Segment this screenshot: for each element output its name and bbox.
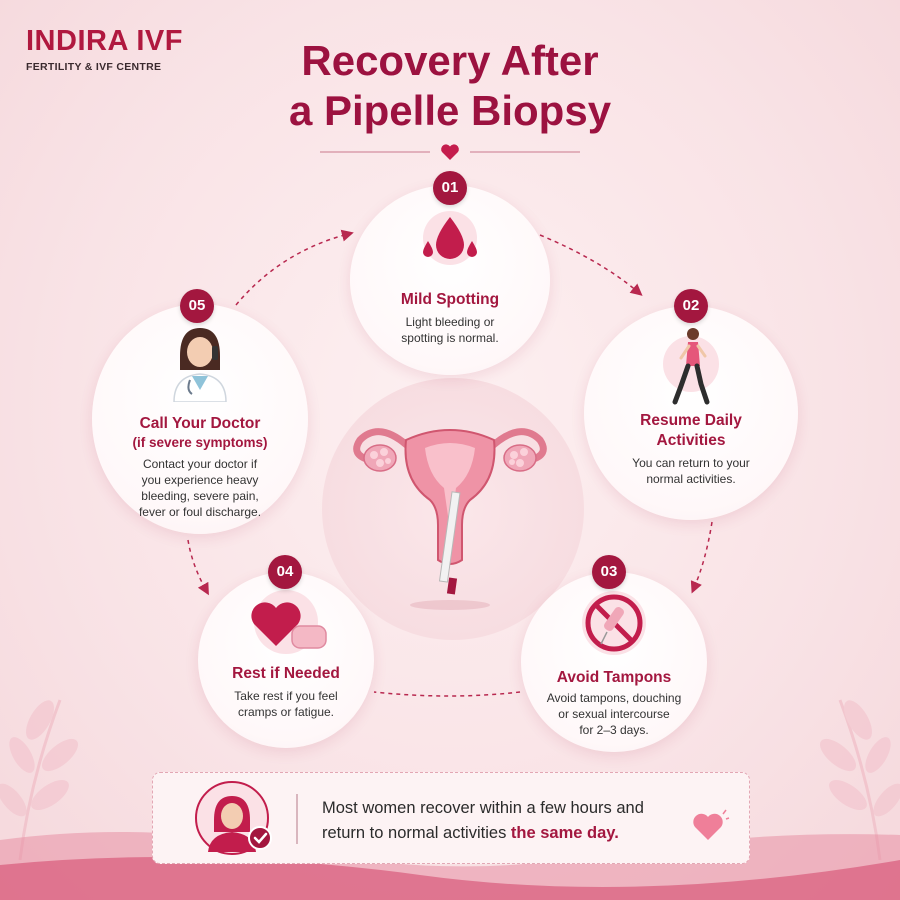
brand-logo: INDIRA IVF FERTILITY & IVF CENTRE xyxy=(26,26,183,73)
blood-drop-icon xyxy=(423,211,477,265)
brand-tagline: FERTILITY & IVF CENTRE xyxy=(26,61,162,73)
heart-divider-icon xyxy=(441,144,459,160)
step-5-text-line: bleeding, severe pain, xyxy=(141,489,259,503)
step-4-text-line: cramps or fatigue. xyxy=(237,705,335,719)
step-4-title: Rest if Needed xyxy=(232,665,340,682)
step-5-text-line: Contact your doctor if xyxy=(142,457,258,471)
step-2-title-line: Activities xyxy=(656,432,726,449)
step-4-card: Rest if Needed Take rest if you feel cra… xyxy=(198,572,374,748)
brand-name: INDIRA IVF xyxy=(26,25,183,57)
step-1-badge: 01 xyxy=(433,171,467,205)
no-tampon-icon xyxy=(582,591,646,655)
step-1-text-line: Light bleeding or xyxy=(405,315,495,329)
step-5-badge: 05 xyxy=(180,289,214,323)
walking-woman-icon xyxy=(663,328,719,405)
heart-pillow-icon xyxy=(251,590,327,654)
step-5-subtitle: (if severe symptoms) xyxy=(132,435,268,450)
step-1-card: Mild Spotting Light bleeding or spotting… xyxy=(350,185,550,375)
step-5-text-line: you experience heavy xyxy=(141,473,259,487)
step-3-text-line: for 2–3 days. xyxy=(579,723,649,737)
title-line-2: a Pipelle Biopsy xyxy=(288,87,612,134)
step-1-text-line: spotting is normal. xyxy=(401,331,499,345)
uterus-with-pipelle-icon xyxy=(353,428,547,610)
step-3-title: Avoid Tampons xyxy=(556,669,672,686)
title-divider xyxy=(320,144,580,160)
summary-text: Most women recover within a few hours an… xyxy=(322,796,702,846)
step-3-text-line: or sexual intercourse xyxy=(558,707,670,721)
woman-checkmark-icon xyxy=(195,781,272,855)
summary-line-2: return to normal activities xyxy=(322,824,511,842)
step-3-card: Avoid Tampons Avoid tampons, douching or… xyxy=(521,572,707,752)
step-4-text-line: Take rest if you feel xyxy=(234,689,338,703)
decorative-leaves-left xyxy=(0,699,79,860)
step-5-title: Call Your Doctor xyxy=(139,415,261,432)
step-2-title-line: Resume Daily xyxy=(640,412,742,429)
heart-icon xyxy=(693,809,730,840)
step-2-text-line: normal activities. xyxy=(646,472,736,486)
page-title: Recovery After a Pipelle Biopsy xyxy=(200,36,700,136)
step-2-text-line: You can return to your xyxy=(632,456,750,470)
summary-line-1: Most women recover within a few hours an… xyxy=(322,799,644,817)
title-line-1: Recovery After xyxy=(301,37,599,84)
summary-highlight: the same day. xyxy=(510,824,619,842)
banner-divider xyxy=(296,794,298,844)
step-2-card: Resume Daily Activities You can return t… xyxy=(584,306,798,520)
step-3-badge: 03 xyxy=(592,555,626,589)
step-1-title: Mild Spotting xyxy=(400,291,500,308)
step-2-badge: 02 xyxy=(674,289,708,323)
step-4-badge: 04 xyxy=(268,555,302,589)
step-5-text-line: fever or foul discharge. xyxy=(138,505,262,519)
doctor-on-phone-icon xyxy=(173,328,227,402)
step-3-text-line: Avoid tampons, douching xyxy=(546,691,682,705)
step-5-card: Call Your Doctor (if severe symptoms) Co… xyxy=(92,304,308,534)
